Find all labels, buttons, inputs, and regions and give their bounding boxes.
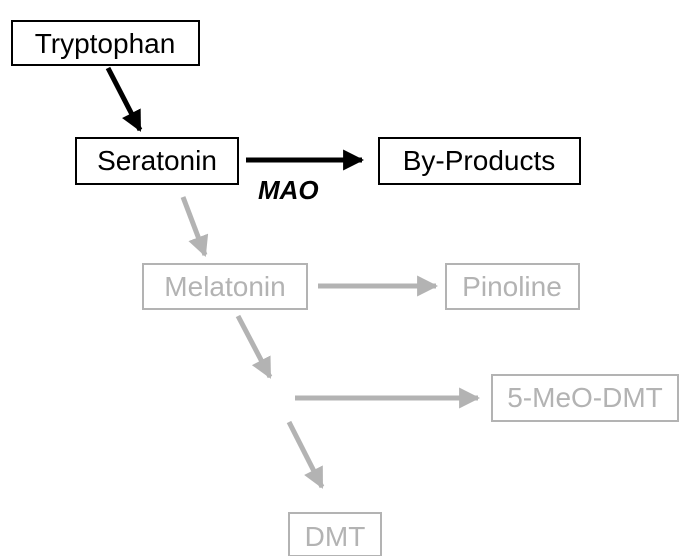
edge-label-mao: MAO <box>258 175 319 205</box>
node-5-meo-dmt-label: 5-MeO-DMT <box>507 382 663 413</box>
node-seratonin: Seratonin <box>75 137 239 185</box>
node-by-products: By-Products <box>378 137 581 185</box>
node-tryptophan: Tryptophan <box>11 20 200 66</box>
arrow-seratonin-to-melatonin <box>180 196 209 257</box>
arrow-branch-to-dmt <box>286 420 325 489</box>
node-melatonin-label: Melatonin <box>164 271 285 302</box>
node-dmt-label: DMT <box>305 521 366 552</box>
node-by-products-label: By-Products <box>403 145 556 176</box>
node-pinoline: Pinoline <box>445 263 580 310</box>
arrow-melatonin-to-branch <box>235 314 273 379</box>
node-dmt: DMT <box>288 512 382 556</box>
node-pinoline-label: Pinoline <box>462 271 562 302</box>
node-5-meo-dmt: 5-MeO-DMT <box>491 374 679 422</box>
node-melatonin: Melatonin <box>142 263 308 310</box>
node-seratonin-label: Seratonin <box>97 145 217 176</box>
node-tryptophan-label: Tryptophan <box>35 28 176 59</box>
arrow-tryptophan-to-seratonin <box>105 66 143 132</box>
